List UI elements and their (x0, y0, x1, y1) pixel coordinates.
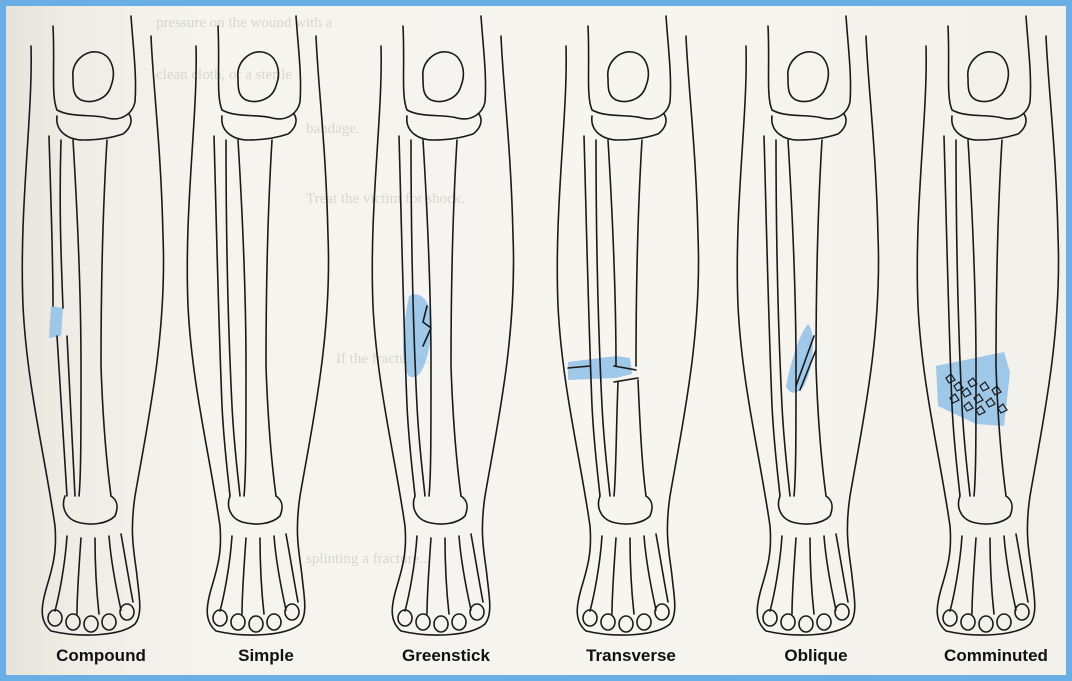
caption-comminuted: Comminuted (911, 646, 1072, 666)
foot-bones (55, 496, 133, 614)
toe (619, 616, 633, 632)
fibula-bone (764, 136, 790, 496)
toe (961, 614, 975, 630)
toe (583, 610, 597, 626)
kneecap (968, 52, 1009, 102)
foot-bones (590, 496, 668, 614)
toe (66, 614, 80, 630)
kneecap (73, 52, 114, 102)
fracture-diagram (6, 6, 1066, 675)
leg-comminuted (917, 16, 1058, 635)
toe (434, 616, 448, 632)
caption-oblique: Oblique (731, 646, 901, 666)
toe (267, 614, 281, 630)
femur-end (588, 16, 671, 119)
femur-end (218, 16, 301, 119)
leg-simple (187, 16, 328, 635)
fibula-bone (584, 136, 610, 496)
fibula-bone (214, 136, 240, 496)
leg-outline (22, 36, 163, 635)
toe (601, 614, 615, 630)
leg-transverse (557, 16, 698, 635)
injury-highlight (786, 324, 813, 393)
kneecap (423, 52, 464, 102)
caption-transverse: Transverse (546, 646, 716, 666)
toe (84, 616, 98, 632)
toe (102, 614, 116, 630)
leg-outline (917, 36, 1058, 635)
tibia-bone (73, 140, 111, 496)
caption-greenstick: Greenstick (361, 646, 531, 666)
femur-end (768, 16, 851, 119)
kneecap (238, 52, 279, 102)
leg-outline (557, 36, 698, 635)
tibia-bone (788, 140, 826, 496)
toe (231, 614, 245, 630)
leg-oblique (737, 16, 878, 635)
fibula-bone (944, 136, 970, 496)
caption-simple: Simple (181, 646, 351, 666)
toe (997, 614, 1011, 630)
toe (655, 604, 669, 620)
kneecap (788, 52, 829, 102)
foot-bones (220, 496, 298, 614)
toe (1015, 604, 1029, 620)
femur-end (403, 16, 486, 119)
leg-greenstick (372, 16, 513, 635)
toe (398, 610, 412, 626)
leg-outline (372, 36, 513, 635)
toe (452, 614, 466, 630)
toe (763, 610, 777, 626)
toe (799, 616, 813, 632)
toe (120, 604, 134, 620)
caption-compound: Compound (16, 646, 186, 666)
toe (781, 614, 795, 630)
foot-bones (405, 496, 483, 614)
tibia-bone (608, 140, 646, 496)
femur-end (53, 16, 136, 119)
tibia-bone (238, 140, 276, 496)
foot-bones (950, 496, 1028, 614)
kneecap (608, 52, 649, 102)
injury-highlight (49, 306, 63, 338)
foot-bones (770, 496, 848, 614)
toe (835, 604, 849, 620)
toe (979, 616, 993, 632)
femur-end (948, 16, 1031, 119)
toe (470, 604, 484, 620)
toe (416, 614, 430, 630)
tibia-bone (968, 140, 1006, 496)
toe (943, 610, 957, 626)
toe (48, 610, 62, 626)
toe (213, 610, 227, 626)
toe (249, 616, 263, 632)
toe (285, 604, 299, 620)
leg-outline (187, 36, 328, 635)
toe (637, 614, 651, 630)
toe (817, 614, 831, 630)
leg-compound (22, 16, 163, 635)
